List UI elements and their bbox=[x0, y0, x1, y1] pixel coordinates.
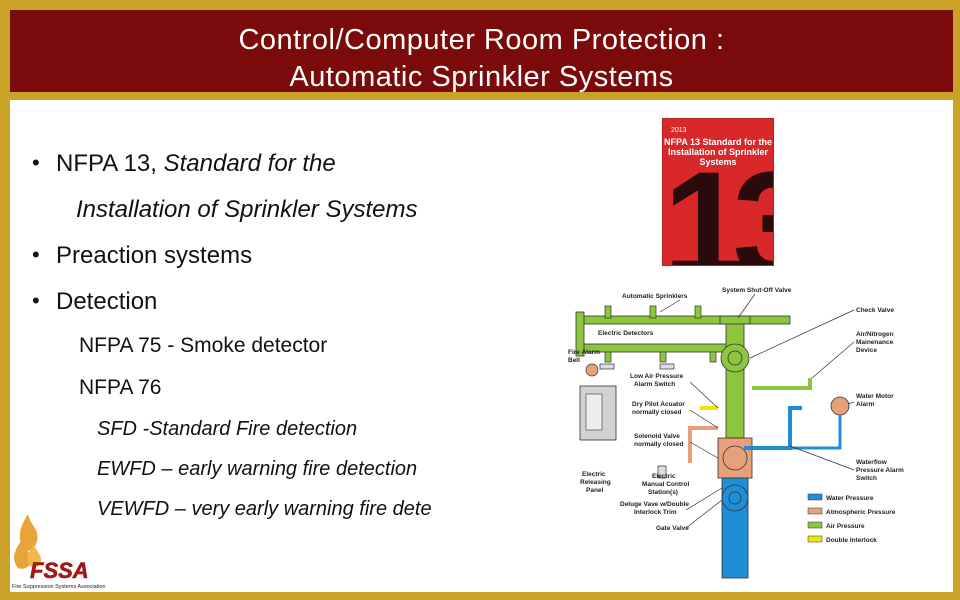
sub-nfpa75: NFPA 75 - Smoke detector bbox=[79, 334, 328, 357]
label-fire-alarm-2: Bell bbox=[568, 357, 580, 364]
slide-title-line-1: Control/Computer Room Protection : bbox=[238, 24, 725, 56]
label-solenoid: Solenoid Valve bbox=[634, 433, 680, 440]
label-gate-valve: Gate Valve bbox=[656, 525, 689, 532]
logo-wordmark: FSSA bbox=[30, 558, 89, 583]
sprinkler-pipe-upper bbox=[579, 315, 791, 325]
label-low-air-2: Alarm Switch bbox=[634, 381, 675, 388]
fssa-logo: FSSA Fire Suppression Systems Associatio… bbox=[12, 514, 106, 590]
logo-tagline: Fire Suppression Systems Association bbox=[12, 584, 106, 590]
legend-atmospheric-pressure: Atmospheric Pressure bbox=[826, 509, 896, 516]
label-air-nitrogen: Air/Nitrogen bbox=[856, 331, 894, 338]
preaction-system-diagram: .lb { font-family: "Liberation Sans", sa… bbox=[568, 287, 904, 579]
bullet-nfpa13: NFPA 13, Standard for the bbox=[56, 150, 336, 178]
sub-sfd: SFD -Standard Fire detection bbox=[97, 418, 358, 440]
electric-detectors bbox=[599, 363, 675, 370]
label-deluge-valve: Deluge Vave w/Double bbox=[620, 501, 689, 508]
water-motor-alarm bbox=[830, 396, 850, 416]
fire-alarm-bell bbox=[585, 363, 599, 377]
label-water-motor: Water Motor bbox=[856, 393, 894, 400]
label-air-nitrogen-3: Device bbox=[856, 347, 877, 354]
label-manual-station: Electric bbox=[652, 473, 676, 480]
bullet-dot: • bbox=[32, 242, 40, 267]
label-dry-pilot: Dry Pilot Acuator bbox=[632, 401, 685, 408]
legend-air-pressure: Air Pressure bbox=[826, 523, 865, 530]
label-check-valve: Check Valve bbox=[856, 307, 894, 314]
label-low-air: Low Air Pressure bbox=[630, 373, 684, 380]
sprinkler-heads bbox=[604, 305, 717, 363]
bullet-nfpa13-title: Standard for the bbox=[163, 150, 336, 177]
label-dry-pilot-2: normally closed bbox=[632, 409, 682, 416]
sub-ewfd: EWFD – early warning fire detection bbox=[97, 458, 418, 480]
diagram-legend: Water Pressure Atmospheric Pressure Air … bbox=[807, 493, 896, 544]
label-automatic-sprinklers: Automatic Sprinklers bbox=[622, 293, 688, 300]
nfpa13-book-cover: 2013 NFPA 13 Standard for the Installati… bbox=[662, 118, 774, 266]
sprinkler-pipe-lower bbox=[579, 343, 731, 353]
gate-valve bbox=[721, 484, 749, 512]
check-valve bbox=[720, 343, 750, 373]
flame-icon bbox=[14, 514, 42, 569]
label-electric-detectors: Electric Detectors bbox=[598, 330, 654, 337]
bullet-dot: • bbox=[32, 288, 40, 313]
label-waterflow-2: Pressure Alarm bbox=[856, 467, 904, 474]
label-deluge-valve-2: Interlock Trim bbox=[634, 509, 677, 516]
legend-double-interlock: Double Interlock bbox=[826, 537, 877, 544]
legend-water-pressure: Water Pressure bbox=[826, 495, 874, 502]
book-year: 2013 bbox=[671, 127, 687, 134]
manual-control-station bbox=[657, 465, 667, 479]
bullet-detection: Detection bbox=[56, 288, 158, 315]
book-title: NFPA 13 Standard for the Installation of… bbox=[663, 137, 772, 167]
label-manual-station-2: Manual Control bbox=[642, 481, 689, 488]
label-manual-station-3: Station(s) bbox=[648, 489, 678, 496]
bullet-preaction: Preaction systems bbox=[56, 242, 253, 269]
label-air-nitrogen-2: Mainenance bbox=[856, 339, 894, 346]
riser-air-section bbox=[725, 317, 745, 439]
bullet-nfpa13-code: NFPA 13, bbox=[56, 150, 164, 177]
bullet-dot: • bbox=[32, 150, 40, 175]
slide-content: • NFPA 13, Standard for the Installation… bbox=[10, 100, 953, 592]
label-releasing-panel: Electric bbox=[582, 471, 606, 478]
label-system-shutoff-valve: System Shut-Off Valve bbox=[722, 287, 792, 294]
bullet-nfpa13-title-cont: Installation of Sprinkler Systems bbox=[76, 196, 418, 223]
sub-nfpa76: NFPA 76 bbox=[79, 376, 162, 399]
label-solenoid-2: normally closed bbox=[634, 441, 684, 448]
slide-title-line-2: Automatic Sprinkler Systems bbox=[289, 61, 674, 93]
label-releasing-panel-3: Panel bbox=[586, 487, 604, 494]
label-waterflow: Waterflow bbox=[856, 459, 888, 466]
sub-vewfd: VEWFD – very early warning fire dete bbox=[97, 498, 432, 520]
sprinkler-pipe-riser-left bbox=[575, 311, 585, 357]
label-waterflow-3: Switch bbox=[856, 475, 877, 482]
label-releasing-panel-2: Releasing bbox=[580, 479, 611, 486]
book-number: 13 bbox=[663, 140, 773, 266]
label-fire-alarm: Fire Alarm bbox=[568, 349, 600, 356]
title-banner: Control/Computer Room Protection : Autom… bbox=[10, 10, 953, 93]
label-water-motor-2: Alarm bbox=[856, 401, 875, 408]
